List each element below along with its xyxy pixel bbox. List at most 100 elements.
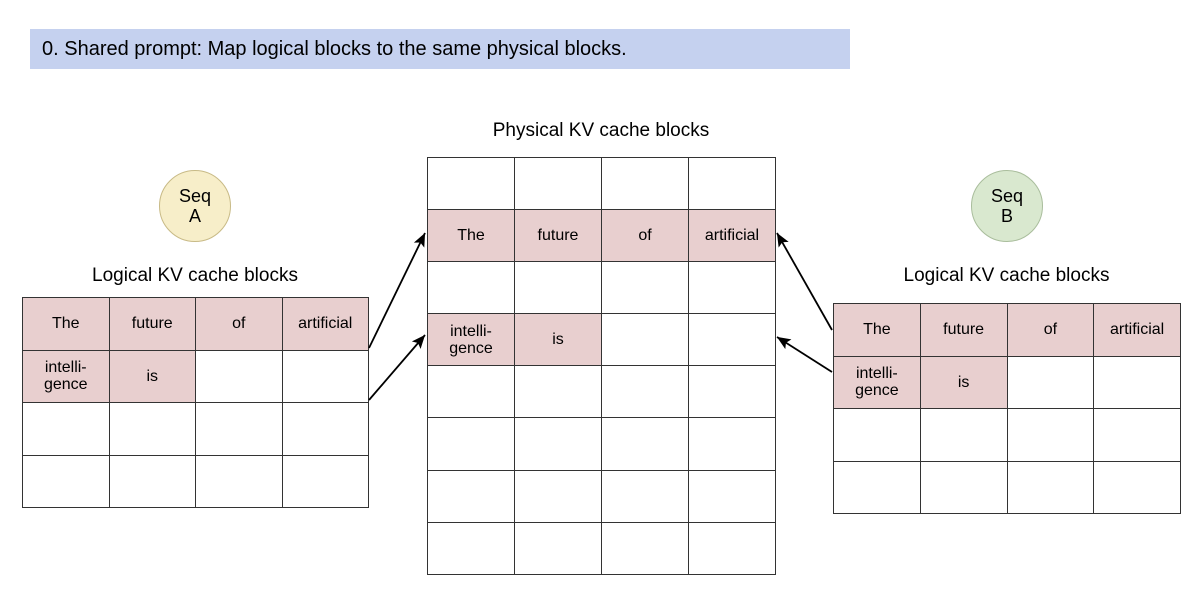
- kv-block-cell: [427, 261, 515, 315]
- kv-block-cell: [833, 408, 921, 462]
- kv-block-cell: [427, 156, 515, 211]
- kv-block-cell: [514, 417, 602, 471]
- sequence-b-label-line2: B: [1000, 206, 1013, 226]
- kv-block-row: [427, 156, 776, 211]
- physical-cache-title: Physical KV cache blocks: [492, 120, 710, 141]
- arrow-a-row1-to-physical-row2: [368, 232, 426, 349]
- kv-block-cell: [688, 521, 776, 575]
- kv-block-row: [22, 402, 369, 456]
- kv-block-cell: [108, 402, 196, 456]
- kv-block-cell: [195, 402, 283, 456]
- kv-block-row: [427, 521, 776, 575]
- kv-block-cell: [514, 261, 602, 315]
- kv-block-row: [833, 408, 1181, 462]
- kv-block-cell: future: [919, 303, 1008, 357]
- prompt-banner-text: 0. Shared prompt: Map logical blocks to …: [42, 38, 627, 60]
- kv-block-cell: [514, 156, 602, 211]
- kv-block-cell: [1006, 355, 1095, 409]
- kv-block-cell: [281, 402, 369, 456]
- kv-block-cell: [919, 460, 1008, 514]
- kv-block-cell: [195, 454, 283, 508]
- kv-block-cell: intelli-gence: [427, 313, 515, 367]
- kv-block-cell: [601, 156, 689, 211]
- kv-block-row: [427, 417, 776, 471]
- kv-block-cell: The: [833, 303, 921, 357]
- kv-block-cell: [1093, 355, 1181, 409]
- kv-block-cell: [601, 313, 689, 367]
- kv-block-cell: [22, 454, 110, 508]
- kv-block-row: [427, 365, 776, 419]
- kv-block-cell: of: [1006, 303, 1095, 357]
- sequence-a-label-line2: A: [188, 206, 201, 226]
- kv-block-cell: The: [427, 209, 515, 263]
- kv-block-cell: future: [108, 297, 196, 351]
- kv-block-row: [22, 454, 369, 508]
- kv-block-cell: The: [22, 297, 110, 351]
- kv-block-row: [427, 469, 776, 523]
- kv-block-cell: [1006, 460, 1095, 514]
- kv-block-cell: [1093, 408, 1181, 462]
- kv-block-cell: artificial: [281, 297, 369, 351]
- kv-block-cell: intelli-gence: [833, 355, 921, 409]
- kv-block-cell: [1093, 460, 1181, 514]
- sequence-b-label-line1: Seq: [990, 185, 1024, 206]
- kv-block-cell: artificial: [688, 209, 776, 263]
- kv-block-cell: [601, 417, 689, 471]
- kv-block-cell: [427, 417, 515, 471]
- kv-block-cell: [601, 521, 689, 575]
- kv-block-cell: artificial: [1093, 303, 1181, 357]
- arrow-b-row1-to-physical-row2: [776, 232, 833, 331]
- kv-block-cell: [601, 261, 689, 315]
- kv-block-cell: [427, 365, 515, 419]
- kv-block-cell: [688, 469, 776, 523]
- kv-block-row: [427, 261, 776, 315]
- kv-block-cell: [688, 313, 776, 367]
- kv-block-cell: [427, 469, 515, 523]
- kv-block-cell: [688, 261, 776, 315]
- kv-block-cell: [688, 156, 776, 211]
- kv-block-cell: [108, 454, 196, 508]
- kv-block-cell: [195, 349, 283, 403]
- arrow-a-row2-to-physical-row4: [368, 334, 426, 401]
- kv-block-cell: [601, 469, 689, 523]
- kv-block-cell: [514, 365, 602, 419]
- kv-block-cell: [427, 521, 515, 575]
- kv-block-cell: of: [195, 297, 283, 351]
- logical-cache-a-title: Logical KV cache blocks: [92, 265, 298, 286]
- kv-block-cell: [281, 454, 369, 508]
- kv-block-cell: of: [601, 209, 689, 263]
- kv-block-cell: [22, 402, 110, 456]
- kv-block-cell: [919, 408, 1008, 462]
- kv-block-cell: is: [919, 355, 1008, 409]
- kv-block-cell: future: [514, 209, 602, 263]
- kv-block-cell: [1006, 408, 1095, 462]
- kv-block-cell: intelli-gence: [22, 349, 110, 403]
- kv-block-cell: [514, 469, 602, 523]
- logical-cache-b-title: Logical KV cache blocks: [903, 265, 1110, 286]
- arrow-b-row2-to-physical-row4: [776, 336, 833, 373]
- kv-block-cell: [688, 417, 776, 471]
- kv-block-cell: is: [514, 313, 602, 367]
- sequence-b-badge: Seq B: [971, 170, 1043, 242]
- prompt-banner: 0. Shared prompt: Map logical blocks to …: [30, 29, 850, 69]
- sequence-a-label-line1: Seq: [178, 185, 212, 206]
- kv-block-cell: [688, 365, 776, 419]
- kv-block-cell: is: [108, 349, 196, 403]
- kv-block-row: [833, 460, 1181, 514]
- kv-block-cell: [514, 521, 602, 575]
- sequence-a-badge: Seq A: [159, 170, 231, 242]
- kv-block-cell: [281, 349, 369, 403]
- kv-block-cell: [601, 365, 689, 419]
